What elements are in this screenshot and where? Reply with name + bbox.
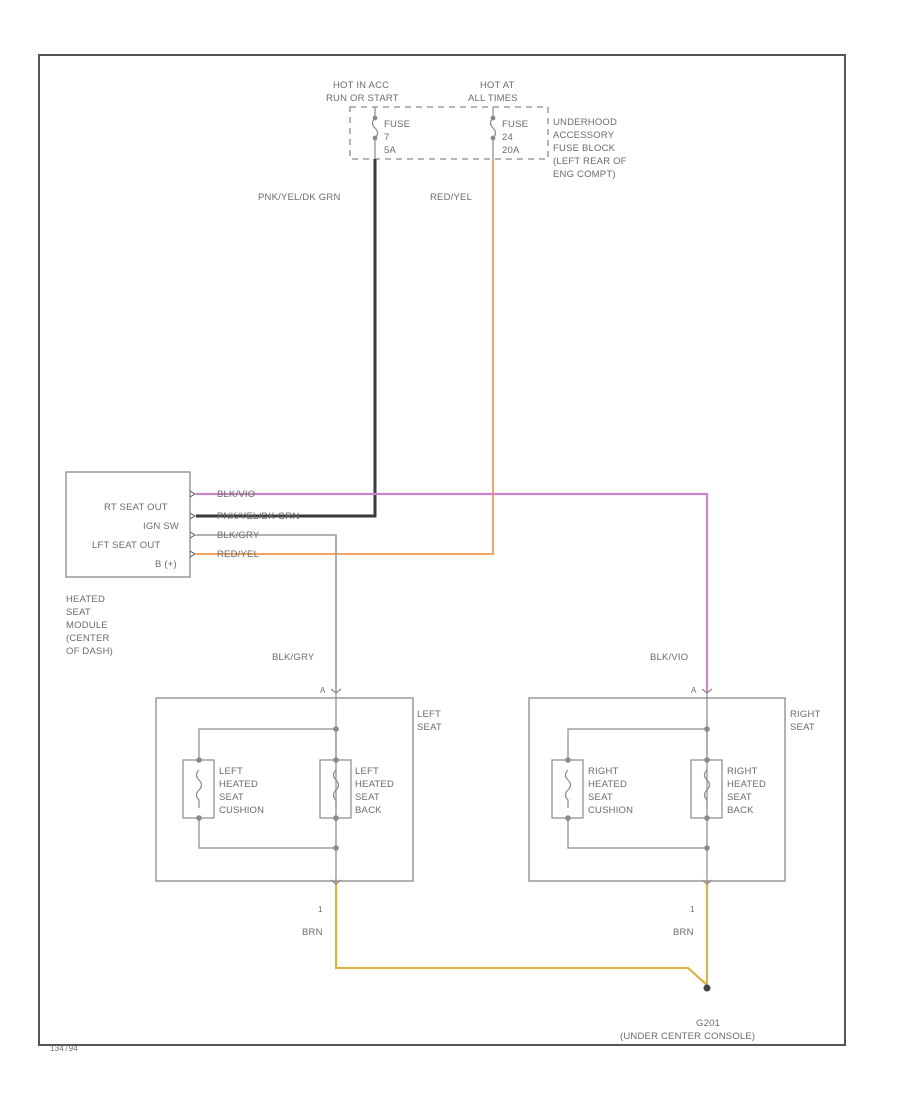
heated-seat-module: RT SEAT OUT IGN SW LFT SEAT OUT B (+) BL… <box>65 471 300 657</box>
right-cushion-label-3: SEAT <box>588 792 613 803</box>
fuse-7-symbol <box>371 107 379 159</box>
left-back-label-1: LEFT <box>355 766 379 777</box>
left-seat-pin-1: 1 <box>318 905 323 914</box>
fuse-block-name-3: FUSE BLOCK <box>553 143 616 154</box>
right-back-label-1: RIGHT <box>727 766 758 777</box>
left-seat-pin-a: A <box>320 686 326 695</box>
left-cushion-label-1: LEFT <box>219 766 243 777</box>
figure-id: 134794 <box>50 1044 78 1053</box>
wire-blk-gry <box>196 534 337 693</box>
module-name-5: OF DASH) <box>66 646 113 657</box>
wire-label-red-yel: RED/YEL <box>430 192 472 203</box>
fuse-block-outline <box>349 106 549 160</box>
wire-label-blk-gry: BLK/GRY <box>272 652 315 663</box>
wire-label-pnk-yel-grn: PNK/YEL/DK GRN <box>258 192 341 203</box>
right-cushion-label-1: RIGHT <box>588 766 619 777</box>
left-cushion-label-4: CUSHION <box>219 805 264 816</box>
ground-location: (UNDER CENTER CONSOLE) <box>620 1031 755 1042</box>
left-back-label-3: SEAT <box>355 792 380 803</box>
ground-icon <box>703 984 711 992</box>
left-seat-name-1: LEFT <box>417 709 441 720</box>
left-back-label-4: BACK <box>355 805 382 816</box>
diagram-frame <box>38 54 846 1046</box>
right-back-label-4: BACK <box>727 805 754 816</box>
right-seat-pin-a: A <box>691 686 697 695</box>
right-seat-pin-1: 1 <box>690 905 695 914</box>
module-wire-blk-gry: BLK/GRY <box>217 530 260 541</box>
right-seat-name-2: SEAT <box>790 722 815 733</box>
module-name-2: SEAT <box>66 607 91 618</box>
wire-label-brn-right: BRN <box>673 927 694 938</box>
fuse-7-label: FUSE <box>384 119 410 130</box>
fuse-24-symbol <box>489 107 497 159</box>
module-box <box>65 471 191 578</box>
module-connector-pins <box>189 490 197 558</box>
left-cushion-label-2: HEATED <box>219 779 258 790</box>
right-back-label-2: HEATED <box>727 779 766 790</box>
right-seat-name-1: RIGHT <box>790 709 821 720</box>
module-name-3: MODULE <box>66 620 108 631</box>
right-back-label-3: SEAT <box>727 792 752 803</box>
right-seat-box <box>528 697 786 882</box>
wire-label-blk-vio: BLK/VIO <box>650 652 688 663</box>
wire-brn-left <box>334 880 708 986</box>
right-cushion-label-2: HEATED <box>588 779 627 790</box>
fuse-24-number: 24 <box>502 132 513 143</box>
left-seat-box <box>155 697 414 882</box>
hot-label-left-1: HOT IN ACC <box>333 80 389 91</box>
left-seat: LEFT SEAT A 1 LEFT HEATED SEAT CUSHION L… <box>155 686 442 914</box>
ground-id: G201 <box>696 1018 720 1029</box>
module-name-4: (CENTER <box>66 633 110 644</box>
left-seat-circuit <box>182 688 352 885</box>
fuse-block-name-1: UNDERHOOD <box>553 117 617 128</box>
fuse-block-name-4: (LEFT REAR OF <box>553 156 627 167</box>
fuse-24-label: FUSE <box>502 119 528 130</box>
module-pin-lft-seat-out: LFT SEAT OUT <box>92 540 160 551</box>
module-wire-red-yel: RED/YEL <box>217 549 259 560</box>
module-name-1: HEATED <box>66 594 105 605</box>
fuse-block: HOT IN ACC RUN OR START HOT AT ALL TIMES… <box>326 80 627 180</box>
hot-label-right-1: HOT AT <box>480 80 515 91</box>
fuse-24-rating: 20A <box>502 145 520 156</box>
fuse-block-name-5: ENG COMPT) <box>553 169 616 180</box>
hot-label-left-2: RUN OR START <box>326 93 399 104</box>
right-seat: RIGHT SEAT A 1 RIGHT HEATED SEAT CUSHION… <box>528 686 821 914</box>
module-pin-b-plus: B (+) <box>155 559 177 570</box>
fuse-7-number: 7 <box>384 132 389 143</box>
wire-blk-vio <box>196 492 709 693</box>
module-pin-ign-sw: IGN SW <box>143 521 179 532</box>
module-wire-blk-vio: BLK/VIO <box>217 489 255 500</box>
wire-red-yel <box>196 159 494 555</box>
wire-label-brn-left: BRN <box>302 927 323 938</box>
fuse-7-rating: 5A <box>384 145 396 156</box>
wire-pnk-yel-grn <box>196 159 377 518</box>
module-pin-rt-seat-out: RT SEAT OUT <box>104 502 168 513</box>
module-wire-pnk: PNK/YEL/DK GRN <box>217 511 300 522</box>
ground-g201: G201 (UNDER CENTER CONSOLE) <box>620 984 755 1042</box>
left-seat-name-2: SEAT <box>417 722 442 733</box>
left-back-label-2: HEATED <box>355 779 394 790</box>
right-cushion-label-4: CUSHION <box>588 805 633 816</box>
hot-label-right-2: ALL TIMES <box>468 93 518 104</box>
right-seat-circuit <box>551 688 723 885</box>
fuse-block-name-2: ACCESSORY <box>553 130 615 141</box>
left-cushion-label-3: SEAT <box>219 792 244 803</box>
